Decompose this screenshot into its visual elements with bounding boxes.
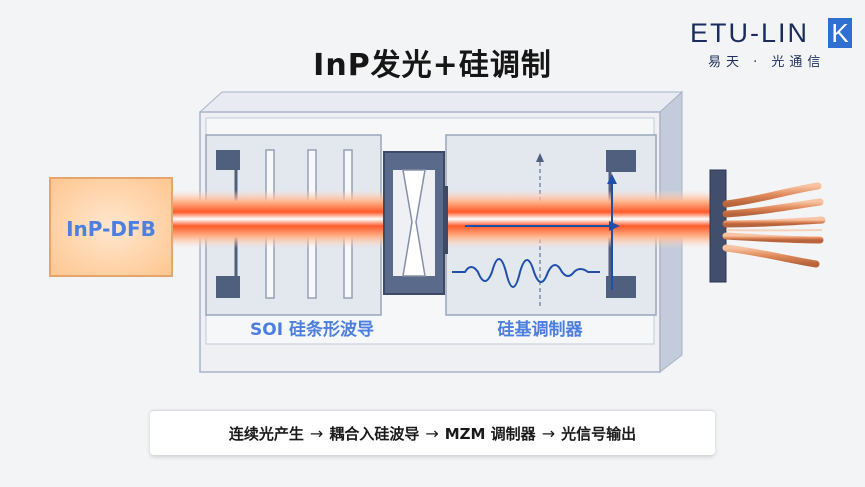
flow-step-1: 连续光产生: [228, 424, 304, 443]
waveguide-label: SOI 硅条形波导: [250, 319, 374, 340]
process-flow-bar: 连续光产生 → 耦合入硅波导 → MZM 调制器 → 光信号输出: [150, 410, 715, 456]
inp-dfb-source: InP-DFB: [49, 177, 173, 277]
flow-step-3: MZM 调制器: [444, 424, 536, 443]
brand-logo: ETU-LIN K 易天 · 光通信: [690, 18, 855, 70]
page-title: InP发光+硅调制: [313, 48, 552, 83]
modulator-label: 硅基调制器: [498, 319, 584, 340]
logo-wordmark-tail: K: [828, 18, 852, 48]
flow-arrow-icon: →: [309, 423, 324, 443]
flow-step-4: 光信号输出: [561, 424, 637, 443]
logo-subtitle: 易天 · 光通信: [708, 55, 826, 70]
fiber-output: [709, 169, 826, 283]
modulation-signal: [452, 174, 620, 290]
coupler-block: [383, 151, 448, 295]
flow-arrow-icon: →: [541, 423, 556, 443]
source-label: InP-DFB: [66, 217, 156, 241]
flow-arrow-icon: →: [425, 423, 439, 443]
logo-wordmark: ETU-LIN: [690, 18, 810, 48]
flow-step-2: 耦合入硅波导: [329, 424, 420, 443]
